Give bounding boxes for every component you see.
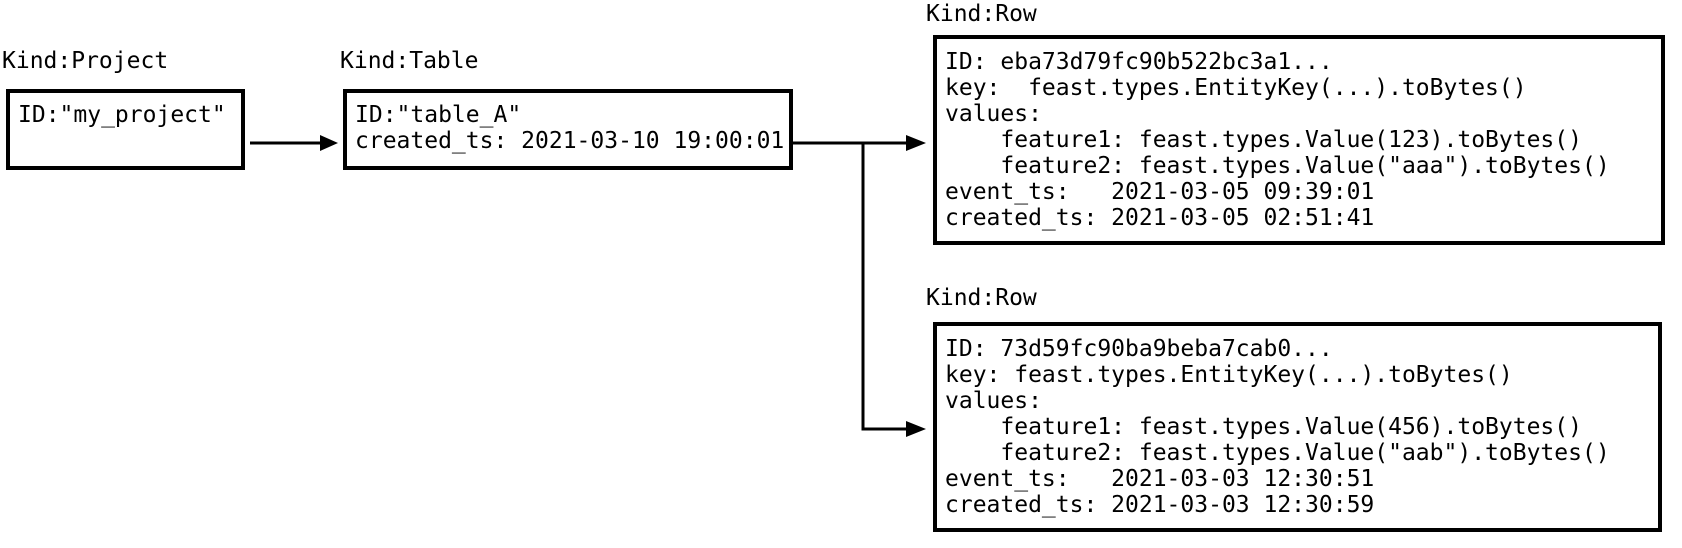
table-id-line: ID:"table_A" [355,102,522,128]
row1-id-line: ID: eba73d79fc90b522bc3a1... [945,49,1333,75]
row1-values-line: values: [945,101,1042,127]
project-to-table-arrowhead-icon [320,135,338,151]
row2-feature1-line: feature1: feast.types.Value(456).toBytes… [945,414,1582,440]
table-to-row2-arrowhead-icon [906,421,926,437]
row2-kind-label: Kind:Row [926,285,1037,311]
table-to-row2-branch-line [861,143,908,431]
row2-box: ID: 73d59fc90ba9beba7cab0... key: feast.… [933,322,1662,532]
row1-key-line: key: feast.types.EntityKey(...).toBytes(… [945,75,1527,101]
table-to-row1-arrowhead-icon [906,135,926,151]
table-kind-label: Kind:Table [340,48,479,74]
row1-kind-label: Kind:Row [926,1,1037,27]
row1-feature1-line: feature1: feast.types.Value(123).toBytes… [945,127,1582,153]
row1-event-ts-line: event_ts: 2021-03-05 09:39:01 [945,179,1375,205]
row1-box: ID: eba73d79fc90b522bc3a1... key: feast.… [933,35,1665,245]
table-box: ID:"table_A" created_ts: 2021-03-10 19:0… [343,89,793,170]
row2-event-ts-line: event_ts: 2021-03-03 12:30:51 [945,466,1375,492]
row2-created-ts-line: created_ts: 2021-03-03 12:30:59 [945,492,1375,518]
row2-key-line: key: feast.types.EntityKey(...).toBytes(… [945,362,1513,388]
project-kind-label: Kind:Project [2,48,169,74]
row2-values-line: values: [945,388,1042,414]
table-created-ts-line: created_ts: 2021-03-10 19:00:01 [355,128,785,154]
row1-created-ts-line: created_ts: 2021-03-05 02:51:41 [945,205,1375,231]
project-id-line: ID:"my_project" [18,102,226,128]
row1-feature2-line: feature2: feast.types.Value("aaa").toByt… [945,153,1610,179]
row2-feature2-line: feature2: feast.types.Value("aab").toByt… [945,440,1610,466]
project-box: ID:"my_project" [6,89,245,170]
row2-id-line: ID: 73d59fc90ba9beba7cab0... [945,336,1333,362]
